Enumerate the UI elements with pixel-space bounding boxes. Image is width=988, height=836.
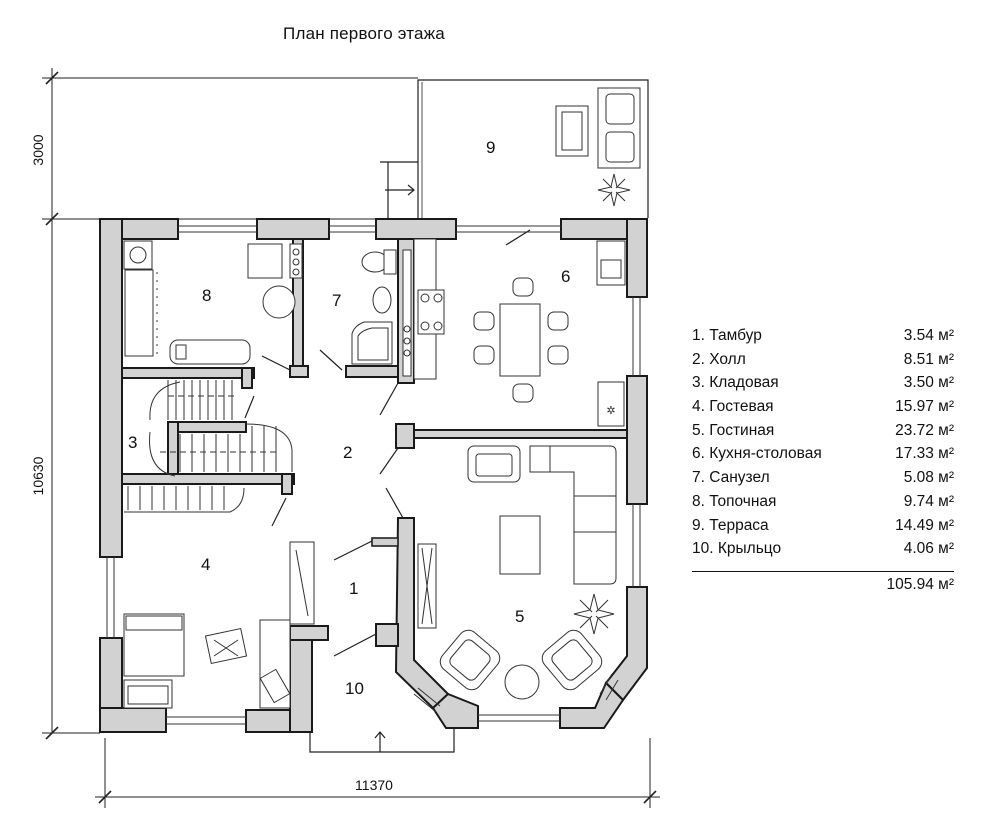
legend-row: 2. Холл 8.51 м² [692,351,954,375]
legend-room-label: 5. Гостиная [692,421,775,439]
room-number-4: 4 [201,555,210,574]
doors [244,229,531,657]
legend-room-label: 8. Топочная [692,492,777,510]
room-numbers: 1 2 3 4 5 6 7 8 9 10 [128,138,570,698]
legend-room-area: 4.06 м² [903,540,954,558]
legend-row: 4. Гостевая 15.97 м² [692,398,954,422]
room-number-9: 9 [486,138,495,157]
terrace-furniture [555,87,641,207]
terrace-outline [380,79,649,218]
bathroom-fixtures [351,249,412,377]
windows [106,225,641,725]
legend-room-label: 7. Санузел [692,469,770,487]
plant-icon [597,173,631,207]
terrace-depth-dimension: 3000 [30,134,46,165]
legend-room-label: 6. Кухня-столовая [692,445,822,463]
legend-room-area: 14.49 м² [895,516,954,534]
staircase [124,380,293,513]
legend-room-area: 3.54 м² [903,327,954,344]
legend-room-area: 17.33 м² [895,445,954,463]
plan-title: План первого этажа [283,24,445,43]
room-number-6: 6 [561,267,570,286]
walls [99,218,648,733]
legend-row: 5. Гостиная 23.72 м² [692,422,954,446]
porch-outline [309,706,455,753]
legend-room-label: 4. Гостевая [692,398,774,416]
room-number-5: 5 [515,607,524,626]
legend-row: 6. Кухня-столовая 17.33 м² [692,445,954,469]
legend-row: 9. Терраса 14.49 м² [692,517,954,541]
legend-room-label: 10. Крыльцо [692,540,782,558]
legend-total-area: 105.94 м² [886,575,954,593]
room-number-7: 7 [332,291,341,310]
house-depth-dimension: 10630 [30,456,46,495]
house-width-dimension: 11370 [355,777,393,793]
legend-row: 1. Тамбур 3.54 м² [692,327,954,351]
legend-room-label: 9. Терраса [692,516,769,534]
room-number-8: 8 [202,286,211,305]
living-room-furniture [417,445,617,700]
room-number-3: 3 [128,433,137,452]
legend-row: 10. Крыльцо 4.06 м² [692,540,954,564]
legend-room-area: 8.51 м² [903,350,954,368]
legend-room-label: 1. Тамбур [692,327,762,344]
room-number-1: 1 [349,579,358,598]
room-number-2: 2 [343,443,352,462]
legend-room-area: 3.50 м² [903,374,954,392]
legend-room-area: 15.97 м² [895,398,954,416]
legend-room-area: 23.72 м² [895,421,954,439]
legend-room-label: 3. Кладовая [692,374,779,392]
room-number-10: 10 [345,679,364,698]
kitchen-fixtures: ✲ [413,238,626,427]
legend-row: 8. Топочная 9.74 м² [692,493,954,517]
legend-room-label: 2. Холл [692,350,746,368]
room-area-legend: 1. Тамбур 3.54 м² 2. Холл 8.51 м² 3. Кла… [692,327,954,594]
legend-row: 3. Кладовая 3.50 м² [692,374,954,398]
svg-text:✲: ✲ [606,405,615,417]
guest-room-furniture [123,541,315,709]
legend-row: 7. Санузел 5.08 м² [692,469,954,493]
plant-icon [573,593,615,635]
legend-room-area: 9.74 м² [903,492,954,510]
legend-divider [692,570,954,572]
legend-room-area: 5.08 м² [903,469,954,487]
boiler-room-fixtures [123,240,303,365]
